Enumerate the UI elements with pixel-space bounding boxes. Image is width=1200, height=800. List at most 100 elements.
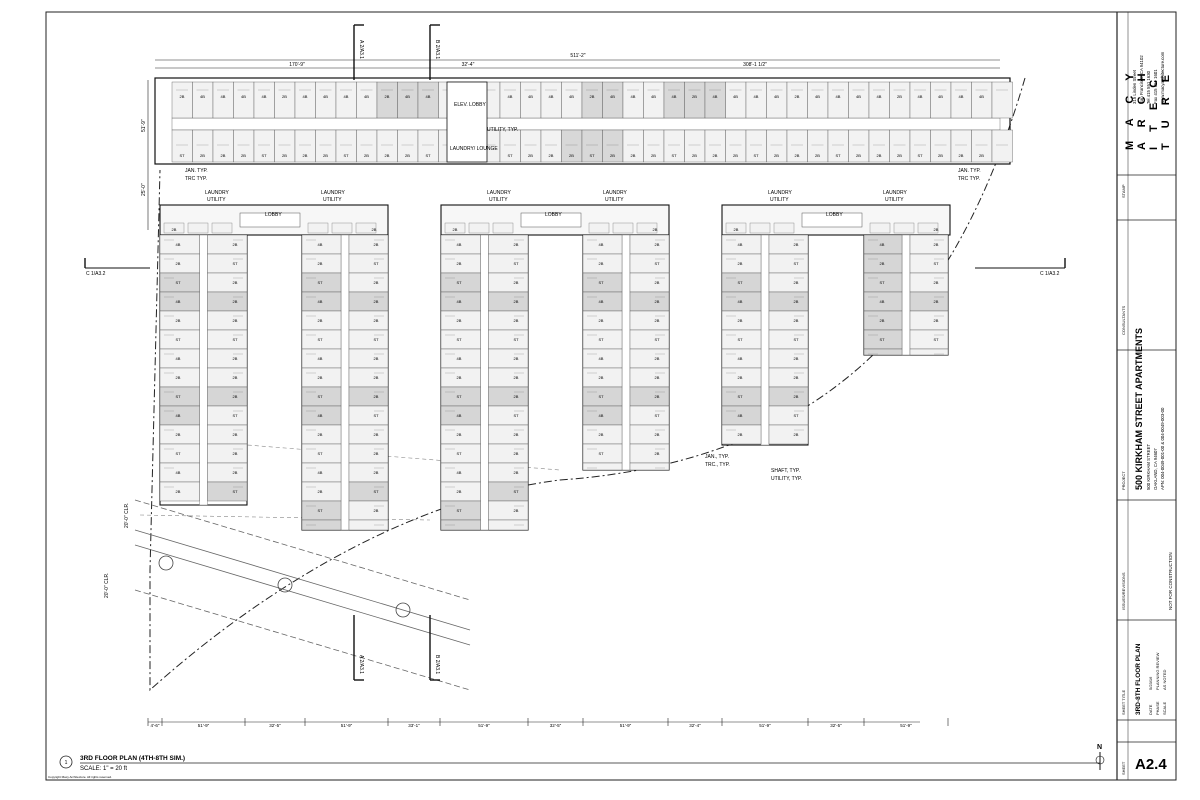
unit-type-label: 2B — [318, 489, 323, 494]
unit-cell — [207, 424, 248, 445]
unit-type-label: 4B — [610, 94, 615, 99]
unit-cell — [207, 310, 248, 331]
unit-type-label: 4B — [672, 94, 677, 99]
unit-type-label: 4B — [599, 356, 604, 361]
unit-type-label: ST — [343, 153, 349, 158]
unit-cell — [909, 253, 949, 274]
unit-type-label: 2B — [734, 227, 739, 232]
unit-type-label: 4B — [738, 242, 743, 247]
sheet-label: SHEET — [1121, 761, 1126, 775]
unit-type-label: 2B — [655, 394, 660, 399]
unit-type-label: 4B — [774, 94, 779, 99]
unit-type-label: 2B — [233, 394, 238, 399]
dim-bottom: 51'-9" — [620, 723, 632, 728]
unit-cell — [629, 253, 670, 274]
label-jan-typ-left: JAN. TYP. — [185, 168, 208, 174]
unit-type-label: 2B — [738, 318, 743, 323]
unit-type-label: 4B — [303, 94, 308, 99]
unit-type-label: 4B — [938, 94, 943, 99]
unit-type-label: ST — [753, 153, 759, 158]
unit-type-label: 2B — [610, 153, 615, 158]
unit-cell — [643, 81, 665, 119]
unit-type-label: 4B — [318, 470, 323, 475]
dim-bottom: 51'-9" — [341, 723, 353, 728]
unit-cell — [629, 424, 670, 445]
unit-type-label: 2B — [599, 432, 604, 437]
dim-clr-upper: 20'-0" CLR. — [124, 502, 130, 528]
unit-type-label: 2B — [934, 242, 939, 247]
unit-type-label: 4B — [200, 94, 205, 99]
unit-cell — [768, 405, 809, 426]
unit-type-label: 2B — [176, 432, 181, 437]
unit-cell — [629, 443, 670, 464]
tree-circle — [395, 602, 411, 618]
unit-cell — [315, 81, 337, 119]
unit-type-label: ST — [232, 261, 238, 266]
unit-cell — [348, 367, 389, 388]
unit-type-label: 4B — [713, 94, 718, 99]
unit-cell — [348, 424, 389, 445]
section-a-top: A 2/A3.1 — [358, 40, 364, 59]
unit-cell — [492, 222, 514, 234]
unit-type-label: 2B — [374, 242, 379, 247]
unit-cell — [725, 222, 747, 234]
unit-type-label: 2B — [318, 261, 323, 266]
unit-type-label: 2B — [655, 375, 660, 380]
unit-type-label: ST — [317, 508, 323, 513]
unit-type-label: 2B — [457, 318, 462, 323]
unit-cell — [909, 310, 949, 331]
unit-cell — [348, 443, 389, 464]
unit-type-label: 2B — [457, 489, 462, 494]
unit-type-label: 2B — [457, 432, 462, 437]
unit-type-label: 2B — [897, 153, 902, 158]
unit-type-label: 2B — [738, 375, 743, 380]
drawing-callout-circle — [59, 755, 73, 769]
unit-type-label: ST — [317, 280, 323, 285]
unit-type-label: 2B — [794, 299, 799, 304]
unit-type-label: 4B — [549, 94, 554, 99]
unit-cell — [348, 253, 389, 274]
unit-type-label: ST — [373, 337, 379, 342]
unit-cell — [848, 81, 870, 119]
unit-type-label: ST — [793, 337, 799, 342]
unit-type-label: 2B — [176, 375, 181, 380]
unit-type-label: 2B — [172, 227, 177, 232]
unit-type-label: 2B — [405, 153, 410, 158]
unit-type-label: 4B — [754, 94, 759, 99]
unit-type-label: 2B — [655, 356, 660, 361]
unit-cell — [274, 81, 296, 119]
unit-type-label: 4B — [959, 94, 964, 99]
unit-cell — [768, 329, 809, 350]
phase-label: PHASE — [1155, 701, 1160, 715]
corridor — [171, 117, 1001, 131]
unit-type-label: 4B — [426, 94, 431, 99]
unit-type-label: ST — [737, 337, 743, 342]
unit-cell — [582, 462, 623, 471]
unit-cell — [207, 272, 248, 293]
label-utility: UTILITY — [207, 197, 226, 203]
label-shaft-typ: SHAFT, TYP. — [771, 468, 800, 474]
phase-value: PLANNING REVIEW — [1155, 652, 1160, 690]
unit-type-label: 2B — [738, 432, 743, 437]
unit-cell — [588, 222, 610, 234]
unit-type-label: ST — [175, 451, 181, 456]
unit-type-label: 2B — [514, 432, 519, 437]
unit-type-label: ST — [654, 337, 660, 342]
unit-type-label: 2B — [282, 94, 287, 99]
unit-cell — [768, 253, 809, 274]
unit-cell — [704, 81, 726, 119]
section-b-top: B 2/A3.1 — [434, 40, 440, 59]
unit-cell — [301, 519, 342, 531]
unit-type-label: 2B — [856, 153, 861, 158]
unit-type-label: 4B — [836, 94, 841, 99]
unit-cell — [211, 222, 233, 234]
unit-type-label: 4B — [457, 470, 462, 475]
unit-type-label: 2B — [453, 227, 458, 232]
wing-corridor — [340, 234, 350, 531]
unit-type-label: 2B — [514, 394, 519, 399]
unit-type-label: 2B — [599, 318, 604, 323]
label-jan-typ-2: JAN., TYP. — [705, 454, 729, 460]
unit-cell — [488, 253, 529, 274]
unit-type-label: 2B — [880, 261, 885, 266]
